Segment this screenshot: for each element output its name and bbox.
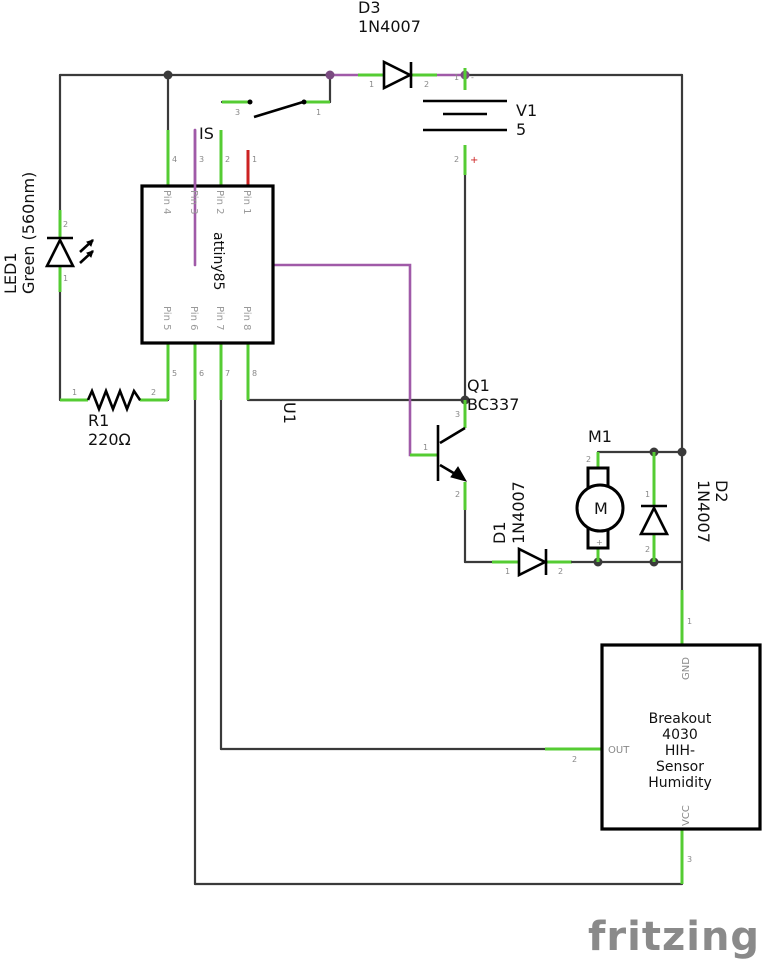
junctions: [163, 70, 687, 567]
switch-ref: IS: [199, 124, 214, 143]
q1-pin3-num: 3: [455, 410, 460, 419]
sensor-text-1: Breakout: [649, 711, 712, 727]
arrow-head: [86, 250, 94, 258]
junction-dot: [325, 70, 335, 80]
r1-ref: R1: [88, 411, 109, 430]
diode-triangle-icon: [517, 546, 548, 578]
switch-is[interactable]: 3 1 IS: [199, 99, 330, 144]
d2-value: 1N4007: [694, 480, 713, 543]
q1-pin1-num: 1: [423, 443, 428, 452]
u1-pin-num: 8: [252, 369, 257, 378]
sensor-pin-out-num: 2: [572, 755, 577, 764]
u1-pin-num: 7: [225, 369, 230, 378]
diode-triangle-icon: [638, 505, 670, 536]
u1-pin-name: Pin 8: [241, 306, 252, 330]
u1-pin-num: 5: [172, 369, 177, 378]
u1-pin-name: Pin 1: [241, 190, 252, 214]
u1-pin-num: 3: [199, 155, 204, 164]
diode-triangle-icon: [382, 59, 413, 91]
switch-lever: [253, 100, 304, 119]
motor-m1[interactable]: M 2 + M1: [575, 427, 625, 562]
r1-pin2-num: 2: [151, 388, 156, 397]
u1-pin-name: Pin 4: [161, 190, 172, 214]
led1-ref: LED1: [1, 252, 20, 294]
d3-value: 1N4007: [358, 17, 421, 36]
diode-d1[interactable]: 1 2 D1 1N4007: [490, 481, 600, 578]
switch-contact: [247, 99, 253, 105]
v1-plus: +: [470, 155, 478, 166]
sensor-text-3: HIH-: [665, 743, 695, 759]
sensor-hih4030[interactable]: Breakout 4030 HIH- Sensor Humidity GND O…: [545, 590, 762, 884]
q1-ref: Q1: [467, 376, 490, 395]
transistor-collector-line: [439, 426, 466, 445]
led1-pin1-num: 1: [63, 274, 68, 283]
u1-pin-num: 2: [225, 155, 230, 164]
switch-pin3-num: 3: [235, 108, 240, 117]
q1-value: BC337: [467, 395, 519, 414]
sensor-out-label: OUT: [608, 745, 630, 756]
junction-dot: [677, 447, 687, 457]
diode-d2[interactable]: 1 2 D2 1N4007: [638, 452, 731, 562]
v1-pin1-num: 1: [454, 73, 459, 82]
d1-ref: D1: [490, 522, 509, 545]
u1-pin-name: Pin 6: [188, 306, 199, 330]
m1-ref: M1: [588, 427, 612, 446]
sensor-body: [600, 643, 762, 831]
r1-pin1-num: 1: [72, 388, 77, 397]
d2-ref: D2: [712, 480, 731, 503]
sensor-pin-vcc-num: 3: [687, 855, 692, 864]
u1-pin-num: 1: [252, 155, 257, 164]
sensor-text-5: Humidity: [648, 775, 711, 791]
sensor-vcc-label: VCC: [681, 805, 692, 826]
transistor-q1[interactable]: 1 3 2 Q1 BC337: [410, 376, 519, 510]
u1-ref: U1: [280, 402, 299, 424]
d2-pin1-num: 1: [645, 490, 650, 499]
fritzing-logo: fritzing: [588, 914, 760, 960]
v1-pin2-num: 2: [454, 155, 459, 164]
sensor-pin-gnd-num: 1: [687, 617, 692, 626]
v1-minus: -: [471, 73, 474, 82]
d3-pin2-num: 2: [424, 80, 429, 89]
u1-pin-num: 4: [172, 155, 177, 164]
u1-pin-name: Pin 7: [214, 306, 225, 330]
m1-plus: +: [596, 538, 603, 547]
sensor-text-2: 4030: [662, 727, 698, 743]
led1-value: Green (560nm): [19, 172, 38, 294]
u1-pin-num: 6: [199, 369, 204, 378]
q1-pin2-num: 2: [455, 490, 460, 499]
u1-chip-name: attiny85: [210, 232, 226, 290]
switch-contact: [301, 99, 307, 105]
d3-ref: D3: [358, 0, 381, 17]
junction-dot: [163, 70, 173, 80]
resistor-r1[interactable]: 1 2 R1 220Ω: [60, 387, 168, 449]
d2-pin2-num: 2: [645, 545, 650, 554]
emitter-arrow-icon: [450, 466, 468, 482]
v1-ref: V1: [516, 101, 537, 120]
diode-d3[interactable]: 1 2 D3 1N4007: [358, 0, 437, 91]
led-triangle-icon: [44, 237, 76, 268]
sensor-gnd-label: GND: [681, 657, 692, 680]
ic-u1-attiny85[interactable]: 4 3 2 1 Pin 4 Pin 3 Pin 2 Pin 1 Pin 5 Pi…: [140, 128, 299, 424]
led1-pin2-num: 2: [63, 220, 68, 229]
battery-v1[interactable]: 1 - 2 + V1 5: [423, 68, 537, 175]
v1-value: 5: [516, 120, 526, 139]
d1-pin2-num: 2: [558, 567, 563, 576]
u1-pin-name: Pin 5: [161, 306, 172, 330]
motor-icon: [575, 483, 625, 533]
r1-value: 220Ω: [88, 430, 131, 449]
d3-pin1-num: 1: [369, 80, 374, 89]
u1-pin-name: Pin 3: [188, 190, 199, 214]
m1-pin2-num: 2: [586, 455, 591, 464]
d1-value: 1N4007: [509, 481, 528, 544]
ic-body: [140, 184, 275, 345]
switch-pin1-num: 1: [316, 108, 321, 117]
led-led1[interactable]: 2 1 LED1 Green (560nm): [1, 172, 94, 294]
m1-symbol: M: [594, 499, 608, 518]
d1-pin1-num: 1: [505, 567, 510, 576]
arrow-head: [86, 239, 94, 247]
sensor-text-4: Sensor: [656, 759, 704, 775]
resistor-zigzag-icon: [86, 387, 142, 413]
u1-pin-name: Pin 2: [214, 190, 225, 214]
